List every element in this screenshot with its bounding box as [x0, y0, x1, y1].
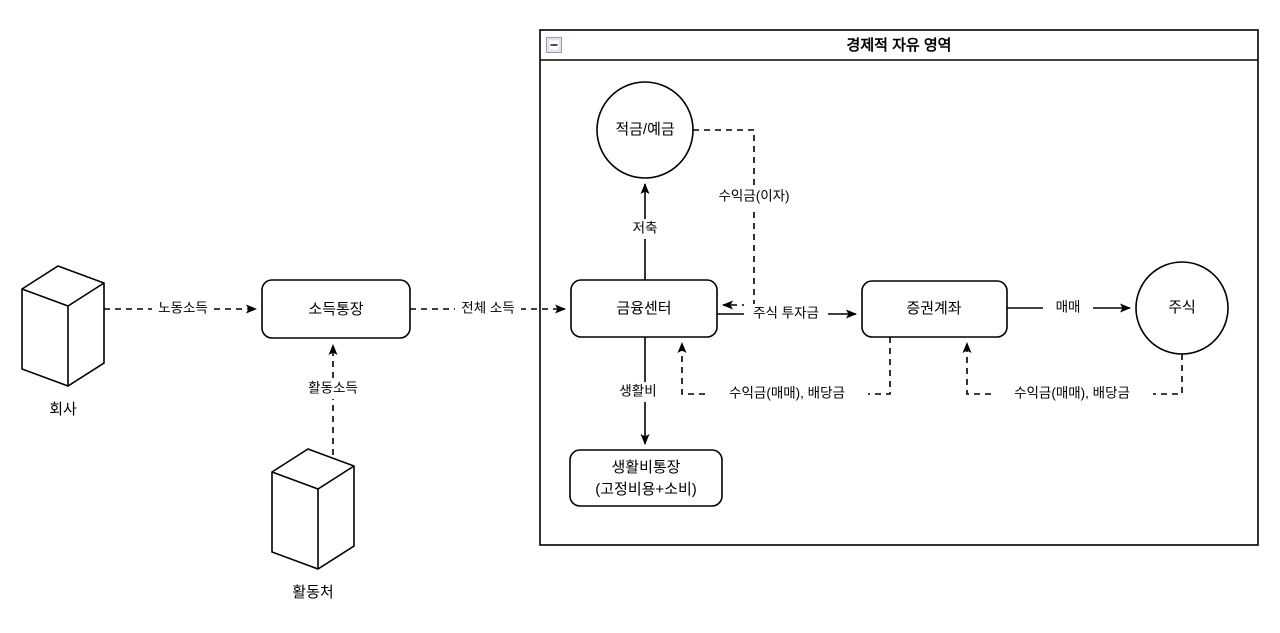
securities-account-box [861, 280, 1008, 338]
edge-label-activity-to-income: 활동소득 [308, 381, 358, 396]
savings-deposit-circle [596, 81, 694, 179]
edge-finance-to-savings[interactable]: 저축 [621, 183, 669, 280]
node-label-activity-place: 활동처 [292, 584, 333, 601]
node-activity-place[interactable]: 활동처 [271, 448, 355, 601]
edge-label-bg [302, 379, 364, 399]
edge-label-bg [1043, 298, 1093, 318]
edge-label-bg [455, 299, 521, 319]
edge-label-securities-to-stock: 매매 [1056, 300, 1081, 315]
node-label-living-account: 생활비통장 [611, 459, 680, 476]
node-company[interactable]: 회사 [21, 265, 105, 418]
node-label-living-account-line2: (고정비용+소비) [595, 481, 697, 498]
edge-label-bg [744, 304, 828, 324]
node-label-income-account: 소득통장 [308, 301, 363, 318]
edge-securities-to-stock[interactable]: 매매 [1007, 298, 1131, 318]
node-label-stock: 주식 [1168, 299, 1196, 316]
node-living-account[interactable]: 생활비통장 (고정비용+소비) [569, 449, 723, 507]
node-label-company: 회사 [49, 401, 77, 418]
container-title: 경제적 자유 영역 [847, 36, 952, 54]
company-cube-body [21, 265, 105, 387]
edge-stock-to-securities[interactable]: 수익금(매매), 배당금 [962, 342, 1183, 404]
edge-label-bg [705, 187, 803, 207]
edge-label-finance-to-savings: 저축 [633, 221, 658, 236]
node-securities-account[interactable]: 증권계좌 [861, 280, 1008, 338]
edge-label-stock-to-securities: 수익금(매매), 배당금 [1014, 386, 1130, 401]
edge-label-finance-to-living: 생활비 [619, 384, 656, 399]
node-income-account[interactable]: 소득통장 [261, 279, 411, 339]
edge-label-bg [612, 382, 664, 402]
edge-label-bg [152, 299, 214, 319]
edge-savings-to-finance[interactable]: 수익금(이자) [693, 129, 803, 310]
node-finance-center[interactable]: 금융센터 [570, 279, 718, 338]
edge-finance-to-securities[interactable]: 주식 투자금 [717, 304, 857, 324]
edge-savings-to-finance-path [693, 129, 755, 310]
edge-label-bg [991, 384, 1153, 404]
edge-securities-to-finance-path [677, 337, 891, 395]
node-label-finance-center: 금융센터 [616, 300, 671, 317]
edge-company-to-income[interactable]: 노동소득 [104, 299, 257, 319]
edge-label-savings-to-finance: 수익금(이자) [718, 189, 789, 204]
node-stock[interactable]: 주식 [1135, 261, 1229, 355]
edge-label-bg [706, 384, 868, 404]
activity-cube-body [271, 448, 355, 570]
edge-finance-to-living[interactable]: 생활비 [612, 337, 664, 445]
living-account-box [569, 449, 723, 507]
node-label-savings-deposit: 적금/예금 [615, 121, 675, 138]
income-account-box [261, 279, 411, 339]
stock-circle [1135, 261, 1229, 355]
node-label-securities-account: 증권계좌 [906, 300, 961, 317]
minus-collapse-icon[interactable] [546, 37, 562, 53]
edge-label-company-to-income: 노동소득 [158, 301, 208, 316]
edge-label-income-to-finance: 전체 소득 [461, 301, 514, 316]
edge-securities-to-finance[interactable]: 수익금(매매), 배당금 [677, 337, 891, 404]
edge-activity-to-income[interactable]: 활동소득 [302, 344, 364, 455]
edge-label-bg [621, 219, 669, 239]
edge-label-securities-to-finance: 수익금(매매), 배당금 [729, 386, 845, 401]
edge-income-to-finance[interactable]: 전체 소득 [410, 299, 566, 319]
node-savings-deposit[interactable]: 적금/예금 [596, 81, 694, 179]
finance-center-box [570, 279, 718, 338]
edge-label-finance-to-securities: 주식 투자금 [753, 306, 819, 321]
